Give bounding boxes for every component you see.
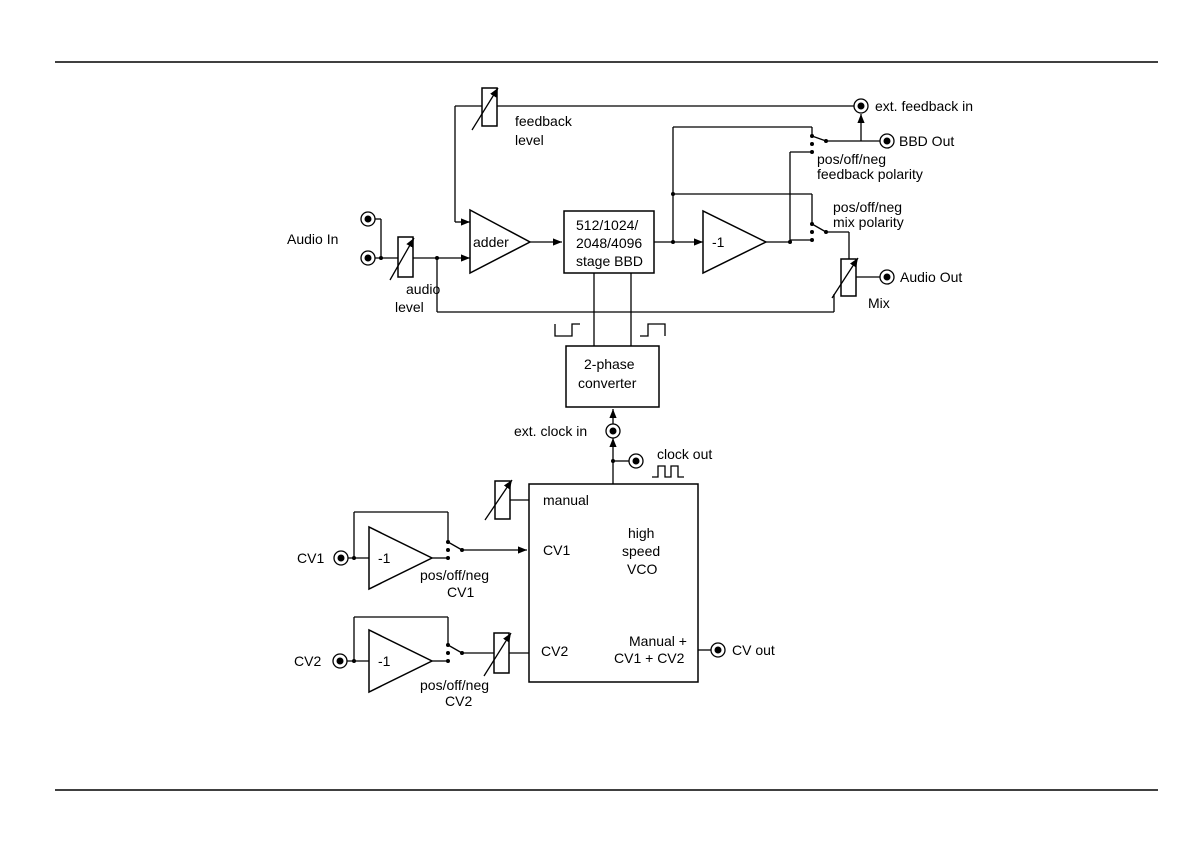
cv2-jack[interactable] (332, 653, 348, 669)
audio-in-jack-2[interactable] (360, 250, 376, 266)
cv2-label: CV2 (294, 653, 321, 669)
vco-label-3: VCO (627, 561, 657, 577)
cv2-polarity-switch[interactable] (446, 643, 464, 663)
vco-label-2: speed (622, 543, 660, 559)
vco-cv1-label: CV1 (543, 542, 570, 558)
converter-label-1: 2-phase (584, 356, 635, 372)
ext-clock-in-jack[interactable] (605, 423, 621, 439)
feedback-level-label: feedback (515, 113, 573, 129)
ext-feedback-in-jack[interactable] (853, 98, 869, 114)
cv2-inverter (368, 628, 434, 694)
sum-label-1: Manual + (629, 633, 687, 649)
cv1-polarity-switch[interactable] (446, 540, 464, 560)
clock-out-wave-icon (652, 465, 684, 478)
cv2-inverter-label: -1 (378, 653, 391, 669)
adder-block (469, 208, 532, 275)
vco-label-1: high (628, 525, 654, 541)
clock-phase-2-icon (640, 323, 666, 337)
audio-out-label: Audio Out (900, 269, 962, 285)
clock-phase-1-icon (554, 323, 580, 337)
manual-label: manual (543, 492, 589, 508)
feedback-polarity-label-2: feedback polarity (817, 166, 923, 182)
mix-pot[interactable] (831, 257, 859, 299)
audio-level-pot[interactable] (389, 236, 415, 281)
mix-polarity-label-1: pos/off/neg (833, 199, 902, 215)
vco-cv2-label: CV2 (541, 643, 568, 659)
inverter-block (702, 209, 768, 275)
clock-out-label: clock out (657, 446, 712, 462)
cv2-polarity-label-2: CV2 (445, 693, 472, 709)
converter-block (565, 345, 660, 408)
cv1-inverter (368, 525, 434, 591)
bbd-label-3: stage BBD (576, 253, 643, 269)
cv1-jack[interactable] (333, 550, 349, 566)
inverter-label: -1 (712, 234, 725, 250)
bbd-label-1: 512/1024/ (576, 217, 638, 233)
feedback-polarity-switch[interactable] (810, 134, 828, 154)
mix-label: Mix (868, 295, 890, 311)
audio-in-jack-1[interactable] (360, 211, 376, 227)
converter-label-2: converter (578, 375, 637, 391)
audio-out-jack[interactable] (879, 269, 895, 285)
cv1-polarity-label-2: CV1 (447, 584, 474, 600)
cv1-label: CV1 (297, 550, 324, 566)
audio-level-label: audio (406, 281, 440, 297)
bbd-out-label: BBD Out (899, 133, 954, 149)
mix-polarity-switch[interactable] (810, 222, 828, 242)
cv1-polarity-label-1: pos/off/neg (420, 567, 489, 583)
cv2-polarity-label-1: pos/off/neg (420, 677, 489, 693)
cv-out-label: CV out (732, 642, 775, 658)
cv-out-jack[interactable] (710, 642, 726, 658)
bbd-label-2: 2048/4096 (576, 235, 642, 251)
mix-polarity-label-2: mix polarity (833, 214, 904, 230)
manual-pot[interactable] (484, 479, 513, 521)
adder-label: adder (473, 234, 509, 250)
bbd-out-jack[interactable] (879, 133, 895, 149)
ext-feedback-in-label: ext. feedback in (875, 98, 973, 114)
cv1-inverter-label: -1 (378, 550, 391, 566)
feedback-level-pot[interactable] (471, 87, 499, 131)
audio-level-label-2: level (395, 299, 424, 315)
audio-in-label: Audio In (287, 231, 338, 247)
sum-label-2: CV1 + CV2 (614, 650, 685, 666)
clock-out-jack[interactable] (628, 453, 644, 469)
ext-clock-in-label: ext. clock in (514, 423, 587, 439)
cv2-attenuator-pot[interactable] (483, 632, 512, 677)
feedback-polarity-label-1: pos/off/neg (817, 151, 886, 167)
vco-block (528, 483, 699, 683)
feedback-level-label-2: level (515, 132, 544, 148)
